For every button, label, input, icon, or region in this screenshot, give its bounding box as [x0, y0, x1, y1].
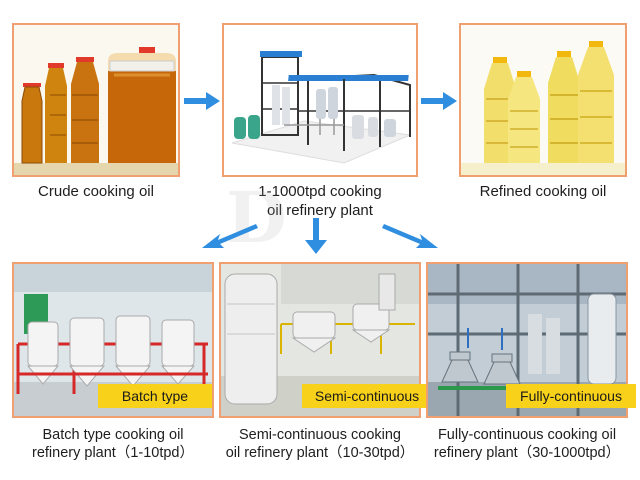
crude-oil-image: [12, 23, 180, 177]
fully-continuous-tag: Fully-continuous: [506, 384, 636, 408]
refined-oil-caption: Refined cooking oil: [479, 183, 607, 200]
arrow-down-icon: [305, 218, 327, 254]
batch-caption-line2: refinery plant（1-10tpd）: [32, 445, 194, 461]
refined-oil-bottles-illustration: [461, 25, 625, 175]
refined-oil-image: [459, 23, 627, 177]
fully-continuous-caption-line1: Fully-continuous cooking oil: [437, 427, 617, 443]
arrow-right-icon: [421, 92, 457, 110]
refinery-plant-3d-illustration: [224, 25, 416, 175]
refinery-plant-image: [222, 23, 418, 177]
arrow-right-icon: [184, 92, 220, 110]
arrow-down-right-icon: [382, 224, 438, 248]
fully-continuous-caption-line2: refinery plant（30-1000tpd）: [433, 445, 621, 461]
batch-refinery-photo-illustration: [14, 264, 212, 416]
crude-oil-bottles-illustration: [14, 25, 178, 175]
semi-continuous-caption-line2: oil refinery plant（10-30tpd）: [225, 445, 415, 461]
semi-continuous-caption-line1: Semi-continuous cooking: [238, 427, 401, 443]
batch-caption-line1: Batch type cooking oil: [42, 427, 184, 443]
arrow-down-left-icon: [202, 224, 258, 248]
batch-type-tag: Batch type: [98, 384, 212, 408]
crude-oil-caption: Crude cooking oil: [38, 183, 154, 200]
semi-continuous-tag: Semi-continuous: [302, 384, 432, 408]
refinery-plant-caption-line2: oil refinery plant: [267, 202, 373, 219]
refinery-plant-caption-line1: 1-1000tpd cooking: [258, 183, 382, 200]
